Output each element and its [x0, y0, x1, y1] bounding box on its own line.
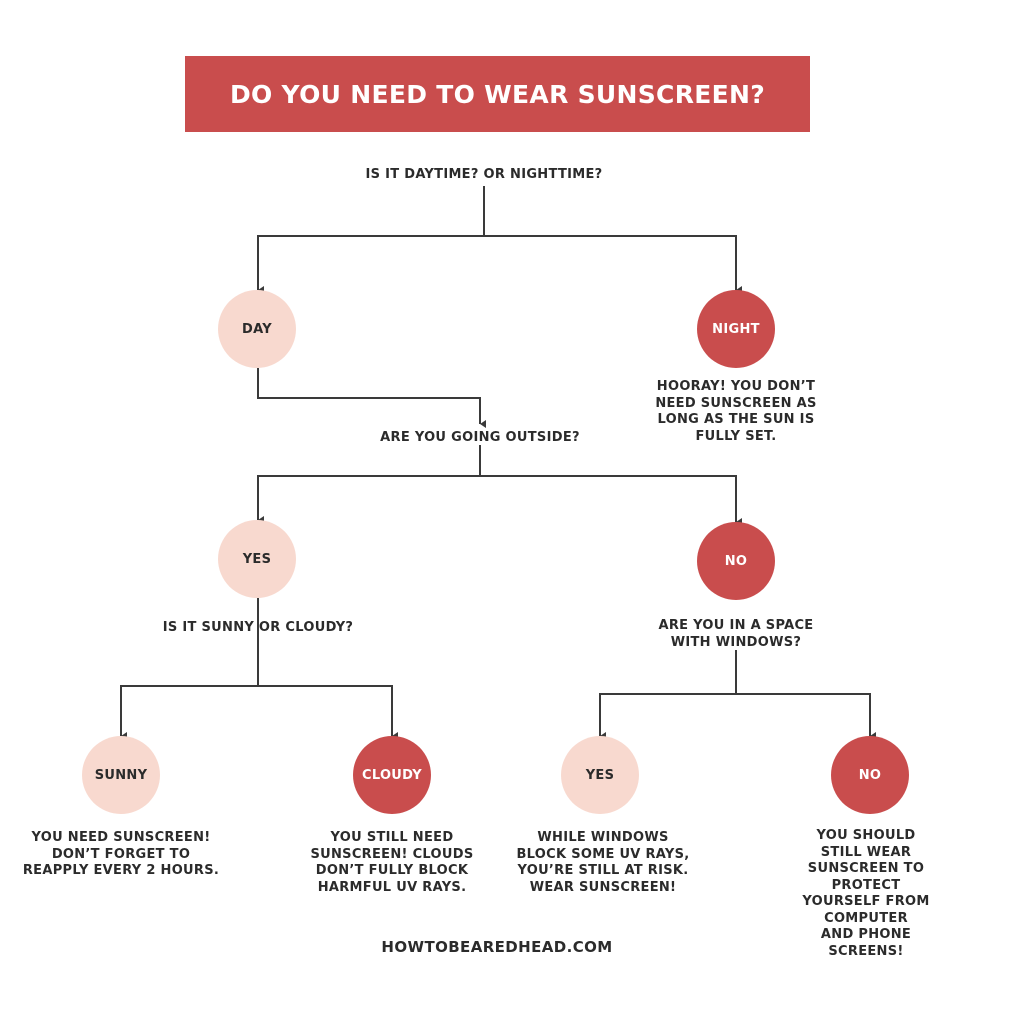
connector-to-outside-no — [480, 475, 742, 526]
connector-to-day — [257, 235, 484, 294]
footer-website: HOWTOBEAREDHEAD.COM — [381, 938, 613, 956]
question-sunny: IS IT SUNNY OR CLOUDY? — [162, 620, 354, 635]
connector-to-windows-no — [736, 693, 876, 740]
node-outside-yes: YES — [218, 520, 296, 598]
connector-to-sunny — [120, 685, 258, 740]
outcome-line: WEAR SUNSCREEN! — [529, 879, 677, 895]
node-sunny: SUNNY — [82, 736, 160, 814]
question-line: WITH WINDOWS? — [670, 635, 802, 650]
outcome-line: HARMFUL UV RAYS. — [317, 879, 467, 895]
connector-to-cloudy — [258, 685, 398, 740]
connector-to-night — [484, 235, 742, 294]
question-line: ARE YOU IN A SPACE — [658, 618, 814, 633]
outcome-line: YOU SHOULD STILL WEAR — [816, 828, 916, 860]
connector-to-windows-yes — [599, 693, 736, 740]
outcome-line: YOU’RE STILL AT RISK. — [517, 863, 689, 878]
node-windows-no: NO — [831, 736, 909, 814]
outcome-line: FULLY SET. — [695, 428, 777, 444]
outcome-cloudy: YOU STILL NEED SUNSCREEN! CLOUDS DON’T F… — [310, 830, 473, 896]
node-day: DAY — [218, 290, 296, 368]
outcome-windows-yes: WHILE WINDOWS BLOCK SOME UV RAYS, YOU’RE… — [516, 830, 689, 896]
outcome-line: HOORAY! YOU DON’T — [656, 379, 816, 394]
outcome-line: YOU STILL NEED — [330, 830, 454, 845]
outcome-line: YOU NEED SUNSCREEN! — [31, 830, 211, 845]
node-outside-no: NO — [697, 522, 775, 600]
outcome-line: YOURSELF FROM COMPUTER — [802, 894, 930, 926]
connector-to-outside-yes — [257, 475, 480, 524]
node-cloudy: CLOUDY — [353, 736, 431, 814]
question-windows: ARE YOU IN A SPACE WITH WINDOWS? — [659, 617, 814, 651]
outcome-line: BLOCK SOME UV RAYS, — [516, 846, 690, 862]
outcome-sunny: YOU NEED SUNSCREEN! DON’T FORGET TO REAP… — [23, 830, 219, 880]
outcome-line: SUNSCREEN! CLOUDS — [310, 846, 474, 862]
outcome-line: DON’T FORGET TO — [51, 846, 191, 862]
outcome-night: HOORAY! YOU DON’T NEED SUNSCREEN AS LONG… — [655, 379, 816, 445]
node-windows-yes: YES — [561, 736, 639, 814]
page-title: DO YOU NEED TO WEAR SUNSCREEN? — [229, 79, 766, 109]
outcome-line: WHILE WINDOWS — [537, 830, 669, 845]
outcome-line: NEED SUNSCREEN AS — [655, 395, 817, 411]
outcome-line: DON’T FULLY BLOCK — [315, 863, 469, 878]
connector-day-to-outside — [257, 368, 486, 428]
node-night: NIGHT — [697, 290, 775, 368]
outcome-line: LONG AS THE SUN IS — [657, 412, 815, 427]
question-daytime: IS IT DAYTIME? OR NIGHTTIME? — [365, 167, 603, 182]
question-outside: ARE YOU GOING OUTSIDE? — [380, 430, 580, 445]
outcome-line: REAPPLY EVERY 2 HOURS. — [22, 863, 220, 878]
outcome-windows-no: YOU SHOULD STILL WEAR SUNSCREEN TO PROTE… — [794, 828, 938, 960]
outcome-line: AND PHONE SCREENS! — [820, 927, 912, 959]
outcome-line: SUNSCREEN TO PROTECT — [807, 861, 925, 893]
title-banner: DO YOU NEED TO WEAR SUNSCREEN? — [185, 56, 810, 132]
